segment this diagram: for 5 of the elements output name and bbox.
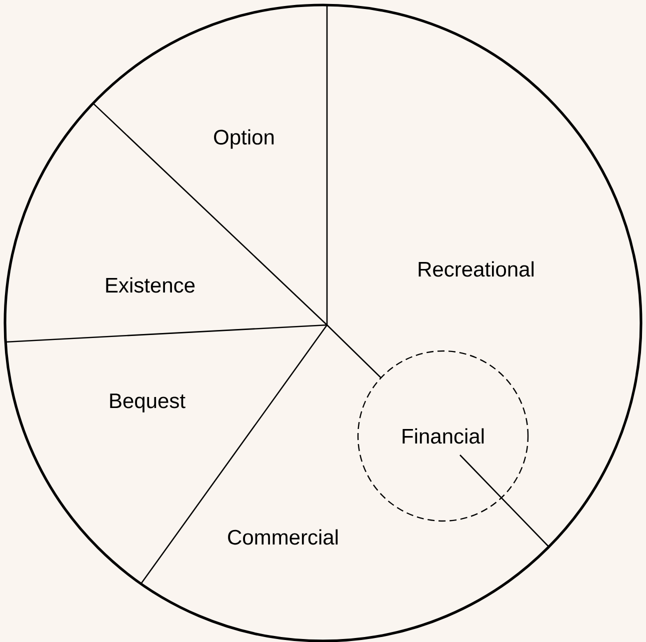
- slice-label: Option: [214, 129, 274, 149]
- slice-label: Commercial: [228, 529, 338, 545]
- slice-label: Recreational: [418, 261, 534, 277]
- slice-label: Bequest: [110, 394, 186, 412]
- slice-label: Existence: [106, 277, 195, 293]
